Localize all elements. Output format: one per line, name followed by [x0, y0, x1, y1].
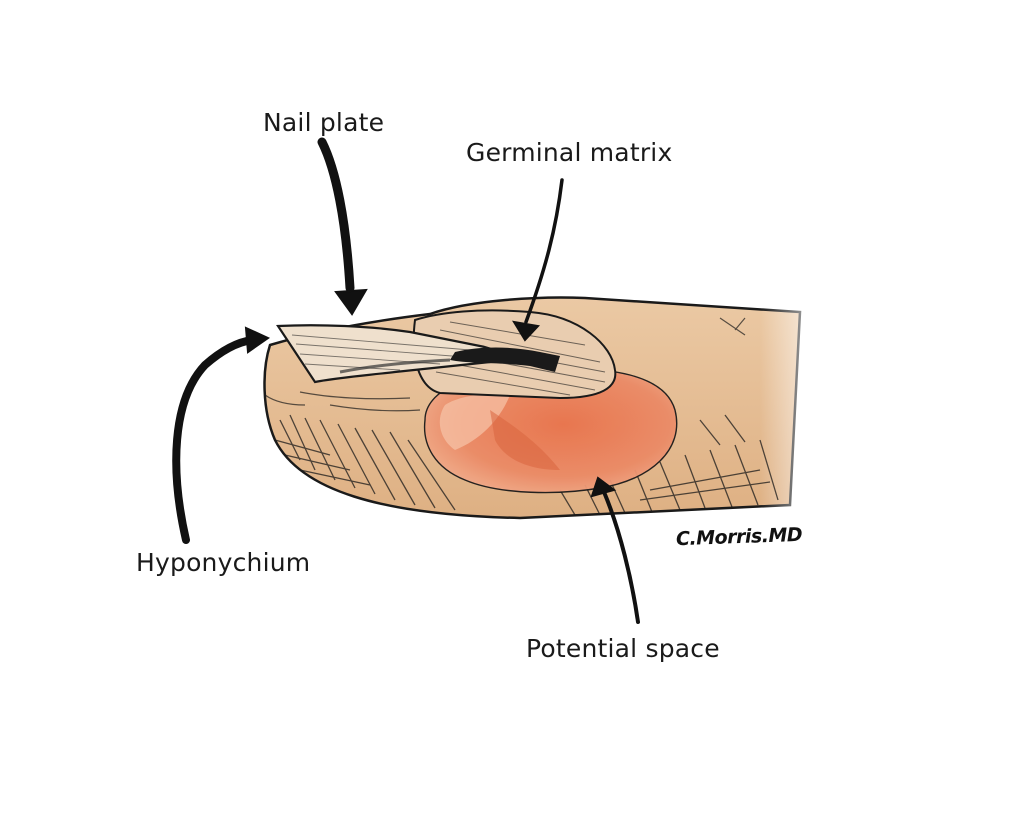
finger-fade — [760, 300, 840, 520]
nail-plate-arrow — [317, 137, 355, 293]
label-germinal-matrix: Germinal matrix — [466, 138, 673, 167]
arrows — [172, 137, 640, 624]
germinal-matrix-arrowhead — [512, 320, 540, 342]
label-hyponychium: Hyponychium — [136, 548, 311, 577]
germinal-matrix-arrow — [524, 178, 564, 324]
label-nail-plate: Nail plate — [263, 108, 385, 137]
potential-space-arrowhead — [590, 476, 617, 498]
shading-hatch — [274, 414, 779, 516]
skin-lines — [264, 317, 746, 412]
nail-plate-arrowhead — [334, 288, 368, 316]
hematoma-highlight — [439, 393, 510, 450]
matrix-shadow — [339, 358, 451, 374]
hematoma-dark-streak — [490, 410, 560, 470]
potential-space-arrow — [602, 490, 640, 624]
germinal-matrix-mark — [450, 347, 560, 372]
hyponychium-arrow — [172, 336, 256, 544]
label-potential-space: Potential space — [526, 634, 720, 663]
artist-signature: C.Morris.MD — [675, 523, 803, 551]
hyponychium-arrowhead — [244, 326, 271, 354]
